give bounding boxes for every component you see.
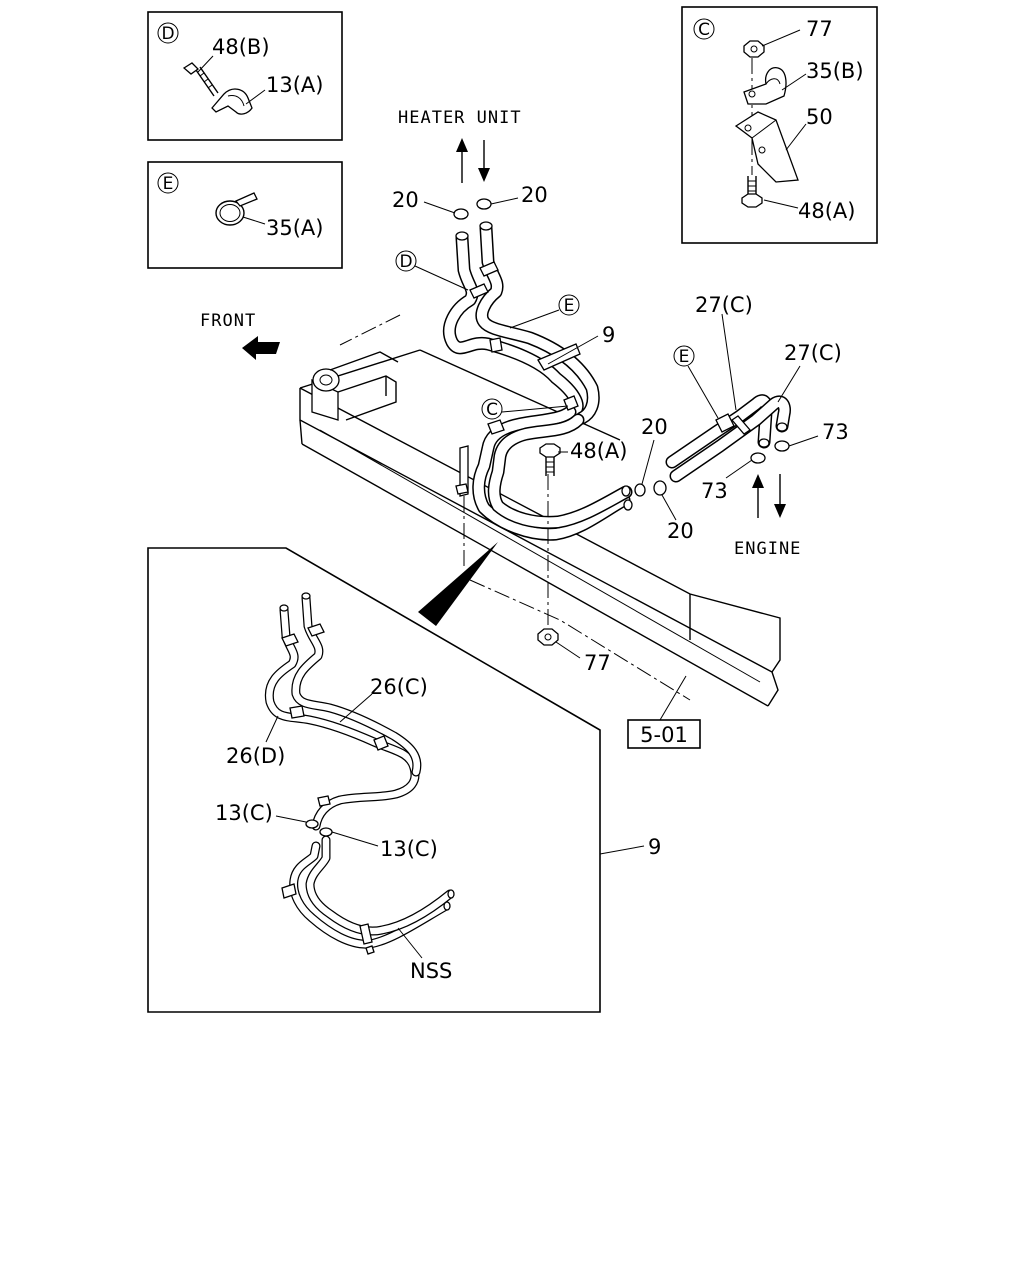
inset-panel bbox=[147, 542, 601, 1013]
label-13c-right: 13(C) bbox=[380, 837, 438, 861]
label-20-lower-upper: 20 bbox=[641, 415, 668, 439]
nut-77-main-icon bbox=[537, 628, 559, 646]
clip-13c-right-icon bbox=[319, 827, 333, 837]
callout-d-main: D bbox=[399, 252, 412, 272]
label-27c-a: 27(C) bbox=[695, 293, 753, 317]
callout-c-main: C bbox=[486, 400, 498, 420]
label-27c-b: 27(C) bbox=[784, 341, 842, 365]
label-35a: 35(A) bbox=[266, 216, 323, 240]
label-nss: NSS bbox=[410, 959, 452, 983]
label-77-detail: 77 bbox=[806, 17, 833, 41]
detail-c-box: C 77 35(B) 50 4 bbox=[681, 6, 878, 244]
bolt-48a-main-icon bbox=[539, 443, 561, 476]
detail-d-letter: D bbox=[161, 24, 174, 44]
clip-73-right-icon bbox=[774, 440, 790, 452]
engine-side-hoses bbox=[665, 394, 791, 483]
callout-e-main: E bbox=[564, 296, 575, 316]
frame-crossmember bbox=[299, 314, 781, 707]
label-13a: 13(A) bbox=[266, 73, 323, 97]
clip-20-lower-a-icon bbox=[634, 483, 646, 497]
label-13c-left: 13(C) bbox=[215, 801, 273, 825]
bolt-48a-detail-icon bbox=[741, 176, 763, 208]
bracket-50-icon bbox=[734, 111, 799, 183]
front-label: FRONT bbox=[200, 311, 256, 331]
up-arrow-icon bbox=[456, 138, 468, 183]
label-35b: 35(B) bbox=[806, 59, 864, 83]
label-9-inset: 9 bbox=[648, 835, 661, 859]
heater-unit-label: HEATER UNIT bbox=[398, 108, 522, 128]
ref-box-5-01: 5-01 bbox=[640, 723, 688, 747]
label-48a-detail: 48(A) bbox=[798, 199, 855, 223]
label-77-main: 77 bbox=[584, 651, 611, 675]
bolt-48b-icon bbox=[182, 62, 219, 97]
clip-13c-left-icon bbox=[305, 819, 319, 829]
engine-label: ENGINE bbox=[734, 539, 801, 559]
front-arrow-icon bbox=[242, 336, 280, 360]
detail-e-letter: E bbox=[163, 174, 174, 194]
callout-e-engine: E bbox=[679, 347, 690, 367]
clip-13a-icon bbox=[211, 88, 253, 115]
label-26c: 26(C) bbox=[370, 675, 428, 699]
label-50: 50 bbox=[806, 105, 833, 129]
clip-20-top-right-icon bbox=[476, 198, 492, 210]
clip-73-left-icon bbox=[750, 452, 766, 464]
clamp-35b-icon bbox=[743, 67, 787, 105]
label-73-right: 73 bbox=[822, 420, 849, 444]
band-35a-icon bbox=[215, 192, 258, 226]
label-73-left: 73 bbox=[701, 479, 728, 503]
detail-c-letter: C bbox=[698, 20, 710, 40]
clip-20-top-left-icon bbox=[453, 208, 469, 220]
label-20-top-right: 20 bbox=[521, 183, 548, 207]
engine-down-arrow-icon bbox=[774, 474, 786, 518]
label-26d: 26(D) bbox=[226, 744, 285, 768]
detail-d-box: D 48(B) 13(A) bbox=[147, 11, 343, 141]
engine-up-arrow-icon bbox=[752, 474, 764, 518]
label-20-top-left: 20 bbox=[392, 188, 419, 212]
down-arrow-icon bbox=[478, 140, 490, 182]
label-48b: 48(B) bbox=[212, 35, 270, 59]
clip-20-lower-b-icon bbox=[653, 480, 667, 496]
main-heater-hose bbox=[442, 221, 633, 628]
label-20-lower-lower: 20 bbox=[667, 519, 694, 543]
label-9-main: 9 bbox=[602, 323, 615, 347]
detail-e-box: E 35(A) bbox=[147, 161, 343, 269]
nut-77-icon bbox=[743, 40, 765, 58]
label-48a-main: 48(A) bbox=[570, 439, 627, 463]
